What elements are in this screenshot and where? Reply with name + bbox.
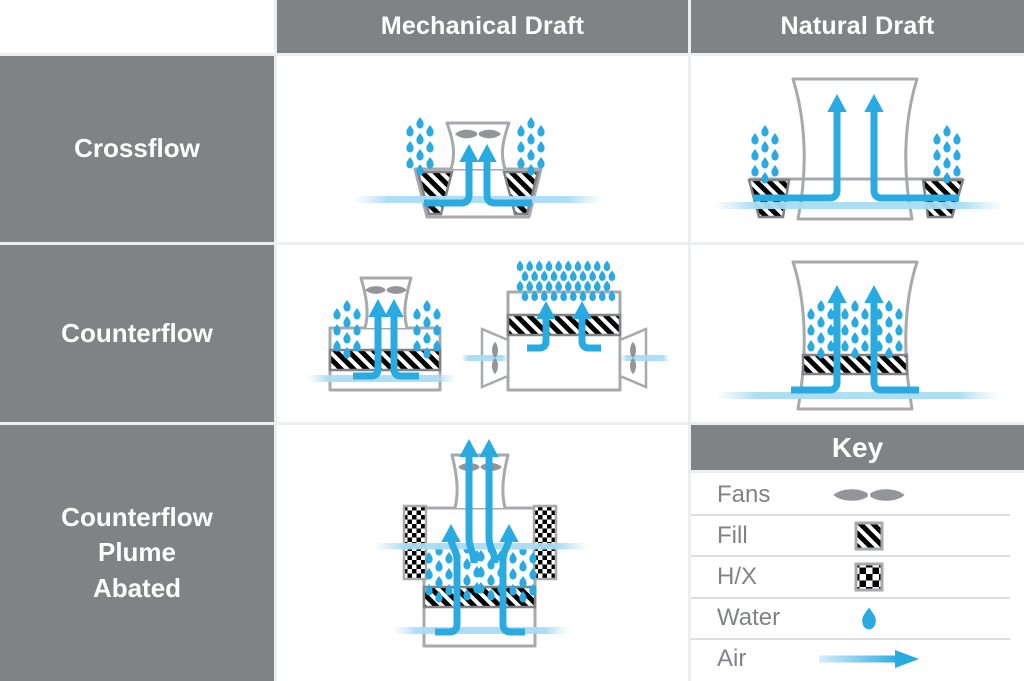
tower-outline xyxy=(791,77,919,221)
key-title: Key xyxy=(831,431,884,463)
water-drops xyxy=(751,125,778,184)
casing-outline xyxy=(506,290,622,392)
counterflow-natural-draft-diagram xyxy=(716,260,999,411)
air-arrow xyxy=(384,299,419,380)
air-arrow xyxy=(753,94,847,202)
row-header-crossflow: Crossflow xyxy=(0,56,274,242)
fan-stack-outline xyxy=(359,276,413,329)
cell-counterflow-plume-abated xyxy=(277,425,688,681)
hx-air-line xyxy=(373,543,589,550)
column-header-mechanical-draft: Mechanical Draft xyxy=(277,0,688,53)
fill-hatch xyxy=(328,348,442,372)
key-row-hx: H/X xyxy=(691,557,1010,599)
water-drops xyxy=(517,280,611,291)
key-panel: Key Fans Fill H/X xyxy=(691,425,1024,681)
induced-draft-tower xyxy=(307,276,457,392)
hx-block xyxy=(402,504,428,581)
heat-exchanger-checker-icon xyxy=(809,561,929,593)
cell-key: Key Fans Fill H/X xyxy=(691,425,1024,681)
key-item-label: Air xyxy=(717,645,747,673)
counterflow-plume-abated-diagram xyxy=(373,439,589,648)
cell-counterflow-natural xyxy=(691,245,1024,422)
key-header: Key xyxy=(691,425,1024,470)
forced-draft-tower xyxy=(461,260,670,392)
key-item-label: Water xyxy=(717,604,781,632)
key-item-label: Fill xyxy=(717,521,748,549)
key-item-label: H/X xyxy=(717,563,758,590)
row-header-counterflow-plume-abated: Counterflow Plume Abated xyxy=(0,425,274,681)
air-arrow xyxy=(791,285,847,394)
water-drop-icon xyxy=(809,604,929,632)
key-item-label: Fans xyxy=(717,480,771,508)
key-row-water: Water xyxy=(691,599,1010,640)
fill-hatch xyxy=(506,313,622,337)
column-header-label: Mechanical Draft xyxy=(380,12,585,40)
row-header-label: Crossflow xyxy=(74,133,200,164)
cell-crossflow-natural xyxy=(691,56,1024,242)
air-arrow xyxy=(353,299,388,380)
air-arrow xyxy=(864,94,959,202)
air-flow-arrow-icon xyxy=(809,649,929,669)
water-line xyxy=(307,375,457,382)
cell-counterflow-mechanical xyxy=(277,245,688,422)
air-arrow xyxy=(527,301,556,352)
key-row-fans: Fans xyxy=(691,475,1010,517)
key-row-fill: Fill xyxy=(691,516,1010,558)
water-line xyxy=(716,392,999,399)
corner-cell xyxy=(0,0,274,53)
crossflow-natural-draft-diagram xyxy=(713,77,1003,221)
air-inlet-line xyxy=(461,355,509,361)
cell-crossflow-mechanical xyxy=(277,56,688,242)
crossflow-mechanical-draft-diagram xyxy=(353,56,603,219)
row-header-label: Counterflow xyxy=(61,317,213,348)
counterflow-mechanical-draft-diagram xyxy=(307,245,670,392)
fan-icon xyxy=(809,484,929,506)
fan-stack-outline xyxy=(450,453,510,509)
water-drops xyxy=(933,125,960,184)
column-header-natural-draft: Natural Draft xyxy=(691,0,1024,53)
water-line xyxy=(392,627,570,634)
air-arrow xyxy=(499,524,525,636)
key-body: Fans Fill H/X xyxy=(691,473,1024,681)
hx-block xyxy=(532,504,558,581)
air-arrow xyxy=(435,524,461,636)
air-arrow xyxy=(479,439,499,564)
fill-hatch-icon xyxy=(809,520,929,552)
air-arrow xyxy=(477,144,532,207)
water-drops xyxy=(517,260,611,271)
fan-stack-outline xyxy=(445,121,511,170)
air-arrow xyxy=(572,301,601,352)
water-drops xyxy=(517,117,544,176)
row-header-label: Counterflow Plume Abated xyxy=(61,502,213,603)
air-arrow xyxy=(424,144,479,207)
key-row-air: Air xyxy=(691,640,1010,679)
water-drops xyxy=(406,117,433,176)
row-header-counterflow: Counterflow xyxy=(0,245,274,422)
air-arrow xyxy=(864,285,919,394)
air-arrow xyxy=(459,439,479,564)
water-line xyxy=(353,196,603,203)
air-inlet-line xyxy=(620,355,670,361)
water-drops xyxy=(522,270,616,281)
column-header-label: Natural Draft xyxy=(780,12,935,40)
water-line xyxy=(713,202,1003,209)
